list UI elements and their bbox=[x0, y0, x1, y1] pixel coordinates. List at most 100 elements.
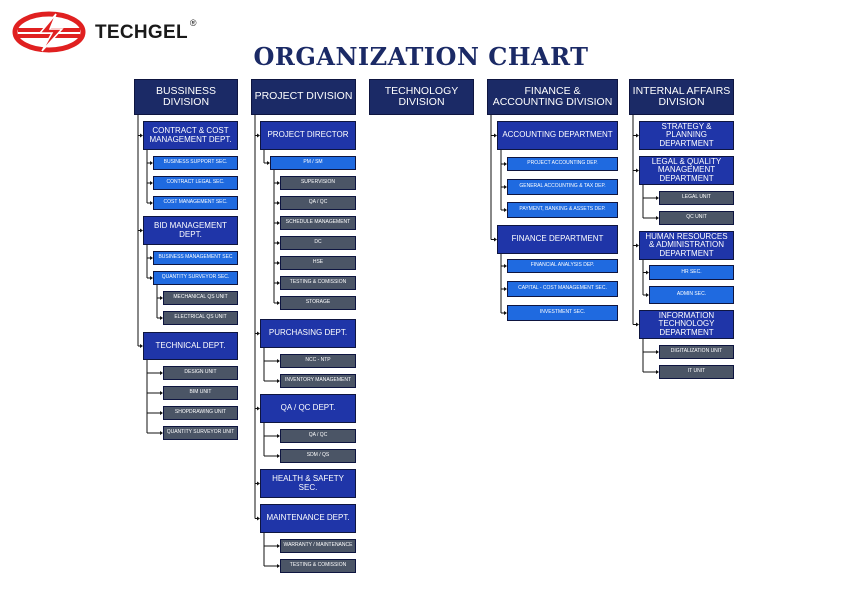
arrow-icon bbox=[160, 391, 163, 395]
arrow-icon bbox=[494, 133, 497, 138]
department-box[interactable]: INFORMATION TECHNOLOGY DEPARTMENT bbox=[639, 310, 734, 339]
section-box[interactable]: CAPITAL - COST MANAGEMENT SEC. bbox=[507, 281, 618, 297]
arrow-icon bbox=[656, 196, 659, 200]
division-box[interactable]: INTERNAL AFFAIRS DIVISION bbox=[629, 79, 734, 115]
arrow-icon bbox=[150, 201, 153, 205]
section-box[interactable]: DIGITALIZATION UNIT bbox=[659, 345, 734, 359]
unit-box[interactable]: QA / QC bbox=[280, 196, 356, 210]
section-box[interactable]: NCC - NTP bbox=[280, 354, 356, 368]
department-box[interactable]: LEGAL & QUALITY MANAGEMENT DEPARTMENT bbox=[639, 156, 734, 185]
arrow-icon bbox=[504, 208, 507, 212]
section-box[interactable]: QUANTITY SURVEYOR SEC. bbox=[153, 271, 238, 285]
arrow-icon bbox=[656, 370, 659, 374]
arrow-icon bbox=[277, 221, 280, 225]
arrow-icon bbox=[277, 301, 280, 305]
division-box[interactable]: FINANCE & ACCOUNTING DIVISION bbox=[487, 79, 618, 115]
brand-name: TECHGEL bbox=[95, 22, 188, 43]
section-box[interactable]: LEGAL UNIT bbox=[659, 191, 734, 205]
department-box[interactable]: BID MANAGEMENT DEPT. bbox=[143, 216, 238, 245]
section-box[interactable]: BUSINESS MANAGEMENT SEC bbox=[153, 251, 238, 265]
department-box[interactable]: FINANCE DEPARTMENT bbox=[497, 225, 618, 254]
arrow-icon bbox=[277, 434, 280, 438]
arrow-icon bbox=[277, 544, 280, 548]
section-box[interactable]: INVENTORY MANAGEMENT bbox=[280, 374, 356, 388]
arrow-icon bbox=[257, 406, 260, 411]
arrow-icon bbox=[150, 161, 153, 165]
department-box[interactable]: TECHNICAL DEPT. bbox=[143, 332, 238, 360]
arrow-icon bbox=[140, 228, 143, 233]
department-box[interactable]: PURCHASING DEPT. bbox=[260, 319, 356, 348]
section-box[interactable]: SDM / QS bbox=[280, 449, 356, 463]
arrow-icon bbox=[636, 322, 639, 327]
section-box[interactable]: PM / SM bbox=[270, 156, 356, 170]
section-box[interactable]: GENERAL ACCOUNTING & TAX DEP. bbox=[507, 179, 618, 195]
arrow-icon bbox=[150, 181, 153, 185]
arrow-icon bbox=[494, 237, 497, 242]
section-box[interactable]: WARRANTY / MAINTENANCE bbox=[280, 539, 356, 553]
arrow-icon bbox=[277, 201, 280, 205]
unit-box[interactable]: SUPERVISION bbox=[280, 176, 356, 190]
arrow-icon bbox=[646, 293, 649, 297]
department-box[interactable]: PROJECT DIRECTOR bbox=[260, 121, 356, 150]
arrow-icon bbox=[277, 241, 280, 245]
arrow-icon bbox=[277, 454, 280, 458]
unit-box[interactable]: STORAGE bbox=[280, 296, 356, 310]
section-box[interactable]: ADMIN SEC. bbox=[649, 286, 734, 304]
arrow-icon bbox=[277, 281, 280, 285]
arrow-icon bbox=[504, 311, 507, 315]
section-box[interactable]: PROJECT ACCOUNTING DEP. bbox=[507, 157, 618, 171]
department-box[interactable]: QA / QC DEPT. bbox=[260, 394, 356, 423]
arrow-icon bbox=[160, 431, 163, 435]
arrow-icon bbox=[140, 344, 143, 348]
section-box[interactable]: COST MANAGEMENT SEC. bbox=[153, 196, 238, 210]
arrow-icon bbox=[150, 276, 153, 280]
section-box[interactable]: QA / QC bbox=[280, 429, 356, 443]
arrow-icon bbox=[150, 256, 153, 260]
department-box[interactable]: HUMAN RESOURCES & ADMINISTRATION DEPARTM… bbox=[639, 231, 734, 260]
arrow-icon bbox=[646, 270, 649, 275]
division-box[interactable]: BUSSINESS DIVISION bbox=[134, 79, 238, 115]
section-box[interactable]: FINANCIAL ANALYSIS DEP. bbox=[507, 259, 618, 273]
arrow-icon bbox=[257, 516, 260, 521]
techgel-logo-icon bbox=[12, 11, 86, 53]
unit-box[interactable]: DC bbox=[280, 236, 356, 250]
division-box[interactable]: TECHNOLOGY DIVISION bbox=[369, 79, 474, 115]
arrow-icon bbox=[160, 296, 163, 300]
brand: TECHGEL ® bbox=[95, 18, 197, 44]
unit-box[interactable]: TESTING & COMISSION bbox=[280, 276, 356, 290]
department-box[interactable]: HEALTH & SAFETY SEC. bbox=[260, 469, 356, 498]
arrow-icon bbox=[160, 316, 163, 320]
arrow-icon bbox=[257, 133, 260, 138]
section-box[interactable]: CONTRACT LEGAL SEC. bbox=[153, 176, 238, 190]
arrow-icon bbox=[257, 481, 260, 486]
section-box[interactable]: IT UNIT bbox=[659, 365, 734, 379]
arrow-icon bbox=[277, 261, 280, 265]
department-box[interactable]: ACCOUNTING DEPARTMENT bbox=[497, 121, 618, 150]
section-box[interactable]: PAYMENT, BANKING & ASSETS DEP. bbox=[507, 202, 618, 218]
unit-box[interactable]: HSE bbox=[280, 256, 356, 270]
section-box[interactable]: SHOPDRAWING UNIT bbox=[163, 406, 238, 420]
department-box[interactable]: MAINTENANCE DEPT. bbox=[260, 504, 356, 533]
section-box[interactable]: QC UNIT bbox=[659, 211, 734, 225]
arrow-icon bbox=[277, 181, 280, 185]
section-box[interactable]: BIM UNIT bbox=[163, 386, 238, 400]
department-box[interactable]: STRATEGY & PLANNING DEPARTMENT bbox=[639, 121, 734, 150]
section-box[interactable]: BUSINESS SUPPORT SEC. bbox=[153, 156, 238, 170]
unit-box[interactable]: SCHEDULE MANAGEMENT bbox=[280, 216, 356, 230]
arrow-icon bbox=[160, 411, 163, 415]
section-box[interactable]: DESIGN UNIT bbox=[163, 366, 238, 380]
arrow-icon bbox=[277, 359, 280, 363]
arrow-icon bbox=[656, 350, 659, 354]
unit-box[interactable]: ELECTRICAL QS UNIT bbox=[163, 311, 238, 325]
section-box[interactable]: TESTING & COMISSION bbox=[280, 559, 356, 573]
arrow-icon bbox=[504, 185, 507, 189]
section-box[interactable]: HR SEC. bbox=[649, 265, 734, 280]
unit-box[interactable]: MECHANICAL QS UNIT bbox=[163, 291, 238, 305]
arrow-icon bbox=[636, 168, 639, 173]
department-box[interactable]: CONTRACT & COST MANAGEMENT DEPT. bbox=[143, 121, 238, 150]
section-box[interactable]: INVESTMENT SEC. bbox=[507, 305, 618, 321]
arrow-icon bbox=[160, 371, 163, 375]
section-box[interactable]: QUANTITY SURVEYOR UNIT bbox=[163, 426, 238, 440]
division-box[interactable]: PROJECT DIVISION bbox=[251, 79, 356, 115]
